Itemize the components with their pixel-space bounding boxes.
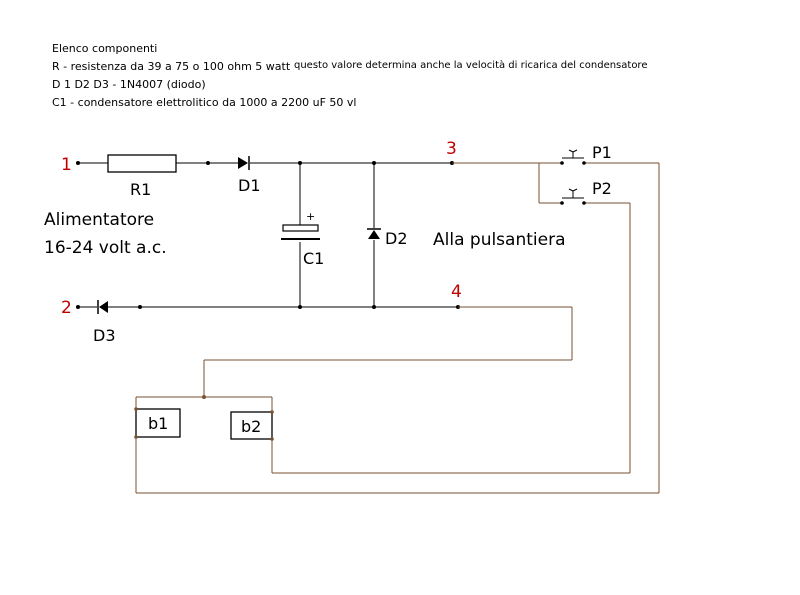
d3-diode xyxy=(97,300,108,314)
r1-label: R1 xyxy=(130,180,151,199)
supply-caption-line2: 16-24 volt a.c. xyxy=(44,238,167,258)
pushbuttons-caption: Alla pulsantiera xyxy=(433,230,566,250)
junction-dots xyxy=(76,161,460,309)
d2-label: D2 xyxy=(385,229,408,248)
black-wires xyxy=(78,162,458,308)
brown-junction-dots xyxy=(134,395,274,441)
terminal-4-label: 4 xyxy=(451,282,462,302)
c1-label: C1 xyxy=(303,249,324,268)
b1-label: b1 xyxy=(148,414,168,433)
b2-box xyxy=(230,411,273,440)
brown-wires xyxy=(135,162,660,494)
components-list-title: Elenco componenti xyxy=(52,42,158,55)
resistor-comment: questo valore determina anche la velocit… xyxy=(294,60,648,71)
terminal-2-label: 2 xyxy=(61,298,72,318)
p2-contacts xyxy=(560,201,586,205)
p1-label: P1 xyxy=(592,143,612,162)
p2-label: P2 xyxy=(592,179,612,198)
supply-caption-line1: Alimentatore xyxy=(44,210,154,230)
p1-contacts xyxy=(560,161,586,165)
capacitor-note: C1 - condensatore elettrolitico da 1000 … xyxy=(52,96,357,109)
p2-pushbutton xyxy=(562,188,584,199)
d1-diode xyxy=(238,156,250,170)
d3-label: D3 xyxy=(93,326,116,345)
r1-resistor xyxy=(107,154,177,173)
d1-label: D1 xyxy=(238,176,261,195)
resistor-note: R - resistenza da 39 a 75 o 100 ohm 5 wa… xyxy=(52,60,291,73)
c1-polarity-mark: + xyxy=(306,210,315,223)
b2-label: b2 xyxy=(241,417,261,436)
p1-pushbutton xyxy=(562,149,584,159)
c1-capacitor xyxy=(281,224,320,240)
b1-box xyxy=(135,408,181,438)
terminal-1-label: 1 xyxy=(61,155,72,175)
d2-diode xyxy=(367,228,381,239)
terminal-3-label: 3 xyxy=(446,139,457,159)
diodes-note: D 1 D2 D3 - 1N4007 (diodo) xyxy=(52,78,206,91)
